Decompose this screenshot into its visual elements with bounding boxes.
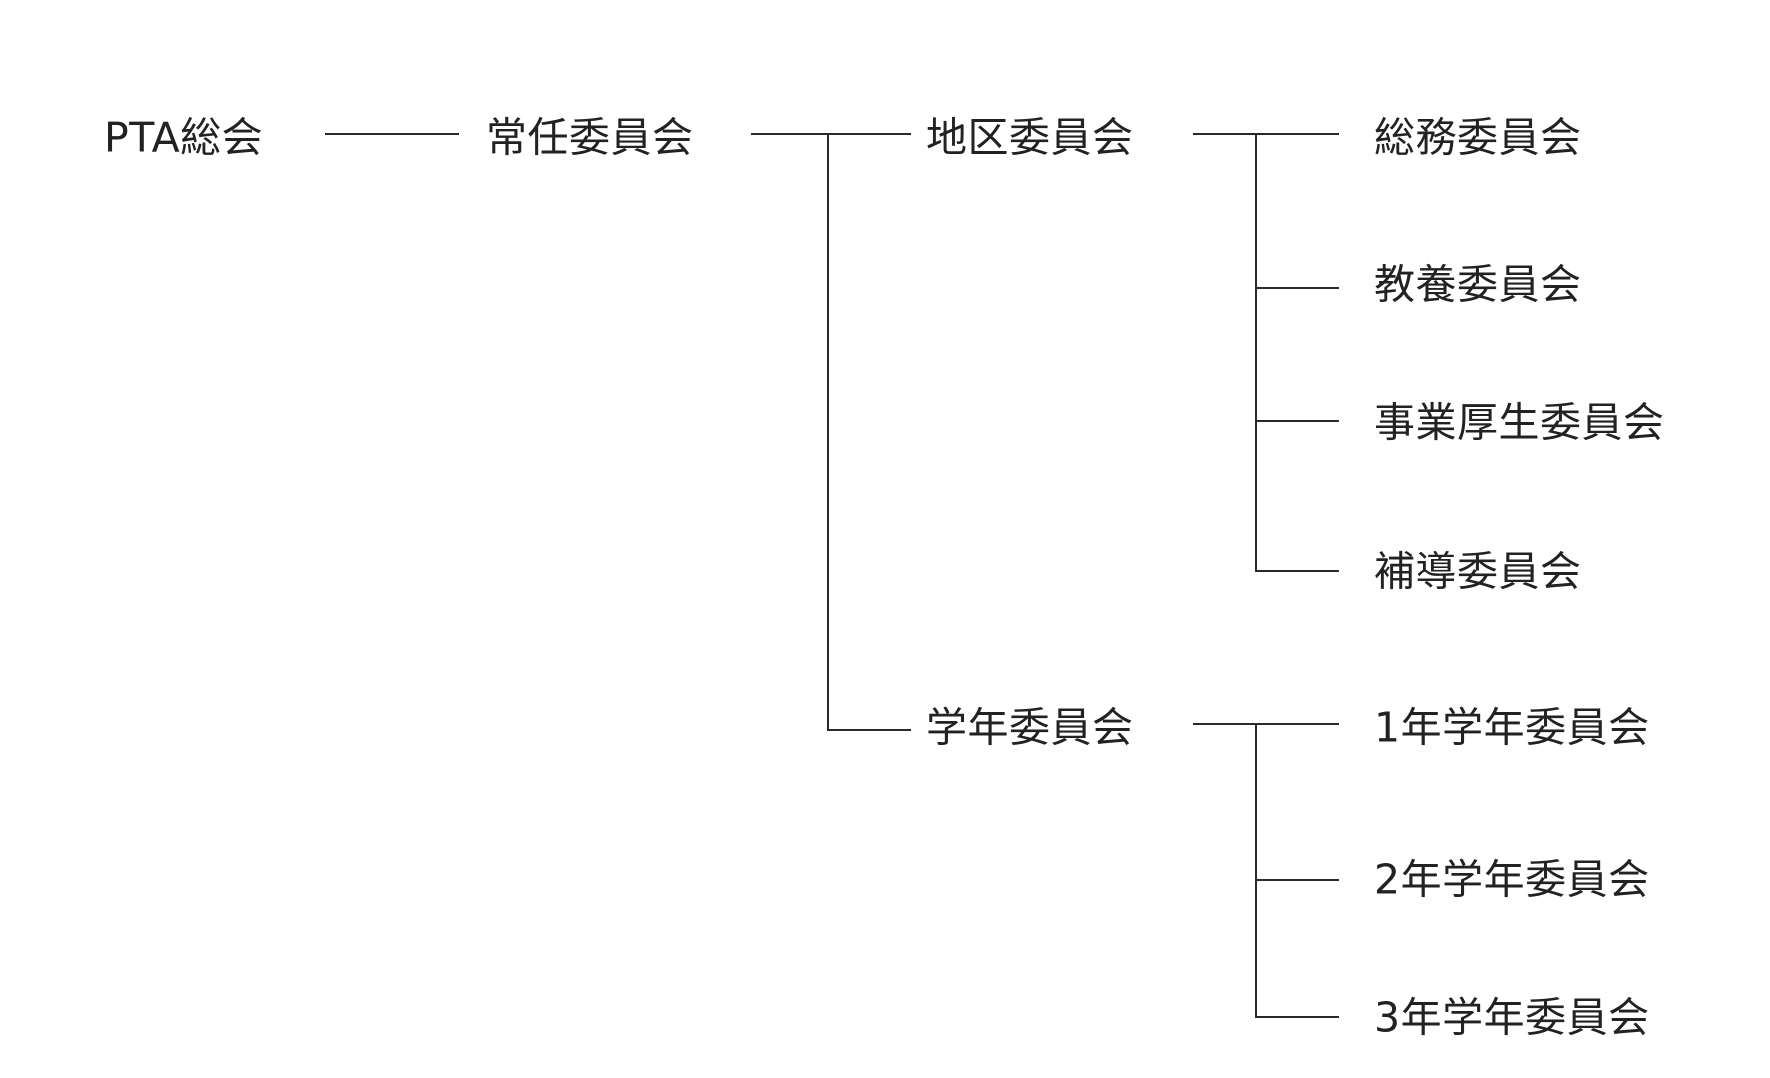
node-welfare-committee: 事業厚生委員会 bbox=[1374, 398, 1665, 447]
node-general-affairs-committee: 総務委員会 bbox=[1374, 113, 1582, 162]
node-pta-general-assembly: PTA総会 bbox=[104, 113, 264, 162]
node-district-committee: 地区委員会 bbox=[926, 113, 1134, 162]
node-grade-committee: 学年委員会 bbox=[926, 703, 1134, 752]
node-culture-committee: 教養委員会 bbox=[1374, 260, 1582, 309]
node-standing-committee: 常任委員会 bbox=[486, 113, 694, 162]
node-grade2-committee: 2年学年委員会 bbox=[1374, 855, 1650, 904]
node-grade3-committee: 3年学年委員会 bbox=[1374, 993, 1650, 1042]
node-guidance-committee: 補導委員会 bbox=[1374, 547, 1582, 596]
node-grade1-committee: 1年学年委員会 bbox=[1374, 703, 1650, 752]
